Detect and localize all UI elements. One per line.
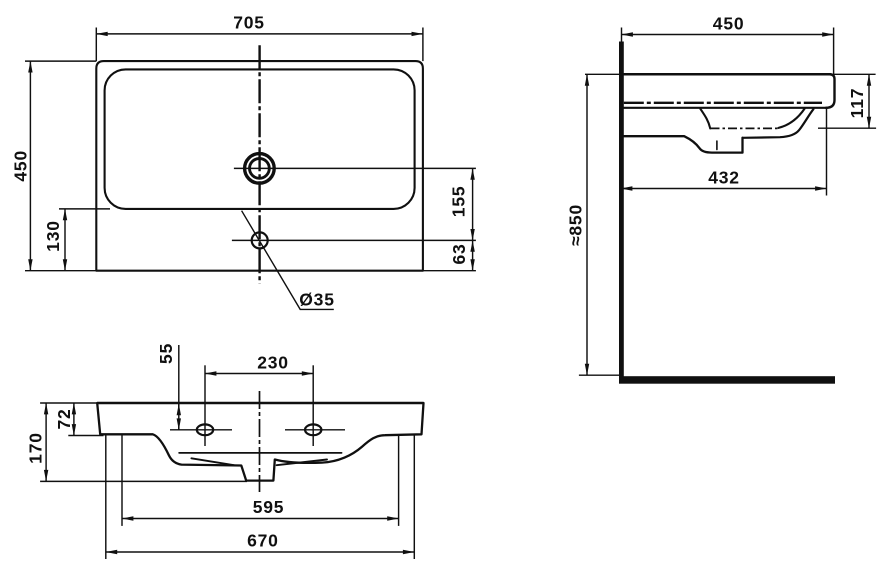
svg-text:155: 155 xyxy=(448,186,468,218)
svg-text:≈850: ≈850 xyxy=(566,204,586,246)
svg-text:670: 670 xyxy=(247,531,279,551)
svg-text:595: 595 xyxy=(253,497,285,517)
svg-text:117: 117 xyxy=(847,88,867,119)
svg-text:130: 130 xyxy=(43,220,63,252)
svg-text:72: 72 xyxy=(54,408,74,429)
svg-text:63: 63 xyxy=(449,243,469,264)
svg-text:705: 705 xyxy=(233,13,265,33)
svg-text:55: 55 xyxy=(156,343,176,364)
svg-text:Ø35: Ø35 xyxy=(299,290,334,310)
svg-text:450: 450 xyxy=(11,150,31,182)
svg-text:230: 230 xyxy=(257,353,289,373)
svg-text:450: 450 xyxy=(713,14,745,34)
svg-text:432: 432 xyxy=(708,168,740,188)
svg-text:170: 170 xyxy=(26,432,46,464)
